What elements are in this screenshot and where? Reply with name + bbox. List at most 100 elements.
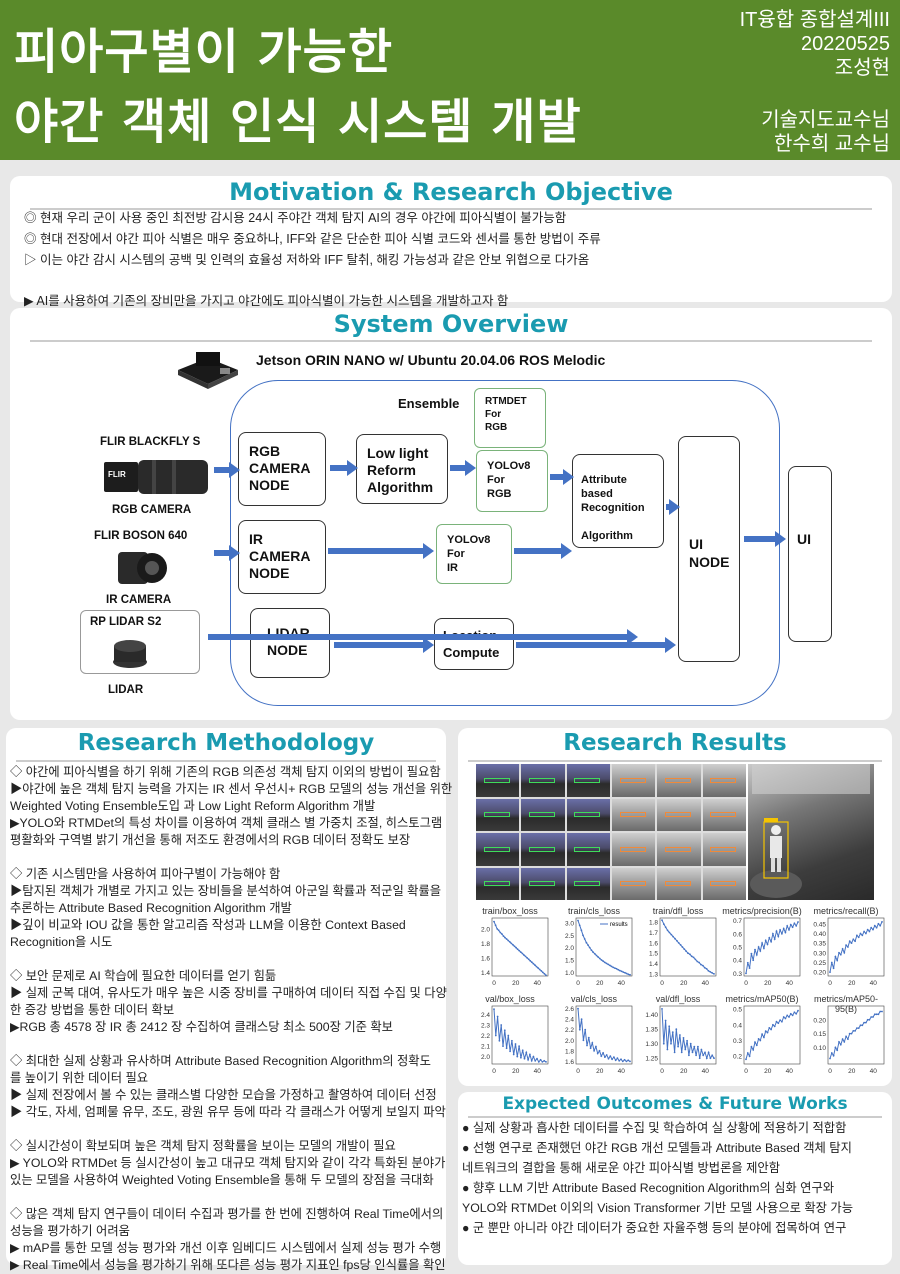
data-point bbox=[507, 1034, 510, 1037]
data-point bbox=[502, 935, 505, 937]
data-point bbox=[777, 935, 780, 938]
plot-frame bbox=[743, 1005, 801, 1065]
data-point bbox=[616, 1057, 619, 1060]
methodology-line: 한 증강 방법을 통한 데이터 확보 bbox=[10, 1003, 175, 1017]
data-point bbox=[755, 954, 758, 956]
series-line bbox=[577, 920, 631, 976]
paragraph-gap bbox=[10, 1121, 452, 1138]
lidar-label: LIDAR bbox=[108, 684, 144, 696]
data-point bbox=[854, 940, 856, 943]
node-line: CAMERA bbox=[249, 460, 311, 476]
data-point bbox=[593, 952, 596, 955]
y-tick-label: 2.0 bbox=[481, 926, 490, 933]
y-tick-label: 1.6 bbox=[565, 1059, 574, 1066]
plot-frame bbox=[743, 917, 801, 977]
data-point bbox=[529, 959, 532, 962]
divider bbox=[468, 1116, 882, 1118]
data-point bbox=[664, 926, 667, 929]
data-point bbox=[681, 946, 684, 948]
outcome-line: ● 군 뿐만 아니라 야간 데이터가 중요한 자율주행 등의 분야에 접목하여 … bbox=[462, 1221, 847, 1235]
data-point bbox=[539, 1058, 542, 1061]
data-point bbox=[513, 945, 516, 948]
detection-box bbox=[665, 812, 692, 818]
data-point bbox=[530, 1059, 533, 1062]
data-point bbox=[518, 949, 521, 952]
data-point bbox=[494, 924, 497, 927]
data-point bbox=[532, 1055, 535, 1058]
data-point bbox=[603, 961, 606, 964]
data-point bbox=[615, 967, 618, 970]
data-point bbox=[713, 973, 715, 975]
data-point bbox=[505, 938, 508, 940]
node-line: RTMDET bbox=[485, 396, 527, 407]
data-point bbox=[690, 955, 693, 958]
data-point bbox=[612, 966, 615, 969]
detection-box bbox=[529, 812, 556, 818]
data-point bbox=[611, 1058, 613, 1061]
data-point bbox=[705, 1057, 708, 1060]
data-point bbox=[609, 1055, 612, 1057]
data-point bbox=[841, 1038, 844, 1040]
detection-tile bbox=[521, 798, 565, 831]
data-point bbox=[674, 937, 676, 940]
data-point bbox=[873, 1013, 876, 1016]
plot-title: metrics/mAP50-95(B) bbox=[813, 994, 878, 1014]
x-tick-label: 0 bbox=[660, 1068, 664, 1075]
y-tick-label: 0.5 bbox=[733, 1007, 742, 1014]
methodology-line: ◇ 야간에 피아식별을 하기 위해 기존의 RGB 의존성 객체 탐지 이외의 … bbox=[10, 765, 441, 779]
data-point bbox=[709, 971, 712, 973]
data-point bbox=[830, 1052, 833, 1054]
data-point bbox=[779, 929, 781, 931]
data-point bbox=[748, 967, 751, 969]
data-point bbox=[629, 973, 631, 976]
x-tick-label: 20 bbox=[680, 1068, 688, 1075]
detection-box bbox=[483, 812, 510, 818]
thermal-detection-image bbox=[748, 764, 874, 900]
outcome-line: ● 실제 상황과 흡사한 데이터를 수집 및 학습하여 실 상황에 적용하기 적… bbox=[462, 1121, 847, 1135]
plot-title: val/cls_loss bbox=[570, 994, 617, 1004]
node-line: Recognition bbox=[581, 502, 645, 514]
data-point bbox=[577, 1007, 579, 1010]
data-point bbox=[520, 1056, 522, 1059]
data-point bbox=[516, 1055, 519, 1058]
data-point bbox=[847, 946, 849, 948]
data-point bbox=[662, 1042, 665, 1045]
data-point bbox=[535, 965, 538, 968]
y-tick-label: 0.20 bbox=[813, 1017, 826, 1024]
arrow bbox=[214, 545, 240, 561]
data-point bbox=[614, 1059, 617, 1062]
data-point bbox=[588, 946, 591, 949]
node-line: NODE bbox=[249, 565, 290, 581]
data-point bbox=[755, 1044, 758, 1047]
series-line bbox=[829, 921, 883, 973]
data-point bbox=[698, 1057, 701, 1060]
methodology-line: ▶YOLO와 RTMDet의 특성 차이를 이용하여 객체 클래스 별 가중치 … bbox=[10, 816, 443, 830]
outcomes-text: ● 실제 상황과 흡사한 데이터를 수집 및 학습하여 실 상황에 적용하기 적… bbox=[462, 1118, 853, 1238]
data-point bbox=[499, 931, 502, 934]
data-point bbox=[692, 956, 695, 959]
data-point bbox=[592, 951, 594, 953]
data-point bbox=[848, 1032, 851, 1035]
detection-box bbox=[574, 812, 601, 818]
data-point bbox=[879, 1010, 882, 1013]
arrow bbox=[334, 637, 434, 653]
data-point bbox=[593, 1049, 595, 1052]
methodology-line: ▶ 실제 전장에서 볼 수 있는 클래스별 다양한 모습을 가정하고 촬영하여 … bbox=[10, 1088, 437, 1102]
node-line: YOLOv8 bbox=[487, 460, 531, 472]
data-point bbox=[541, 1061, 544, 1063]
node-line: CAMERA bbox=[249, 548, 311, 564]
data-point bbox=[668, 931, 671, 934]
arrow bbox=[208, 629, 638, 645]
data-point bbox=[877, 1013, 880, 1016]
detection-box bbox=[529, 777, 556, 783]
divider bbox=[30, 208, 872, 210]
arrow bbox=[514, 543, 572, 559]
y-tick-label: 1.5 bbox=[649, 951, 658, 958]
data-point bbox=[772, 1023, 774, 1026]
methodology-line: ◇ 기존 시스템만을 사용하여 피아구별이 가능해야 함 bbox=[10, 867, 281, 881]
data-point bbox=[620, 970, 623, 973]
title-line-2: 야간 객체 인식 시스템 개발 bbox=[14, 94, 582, 150]
